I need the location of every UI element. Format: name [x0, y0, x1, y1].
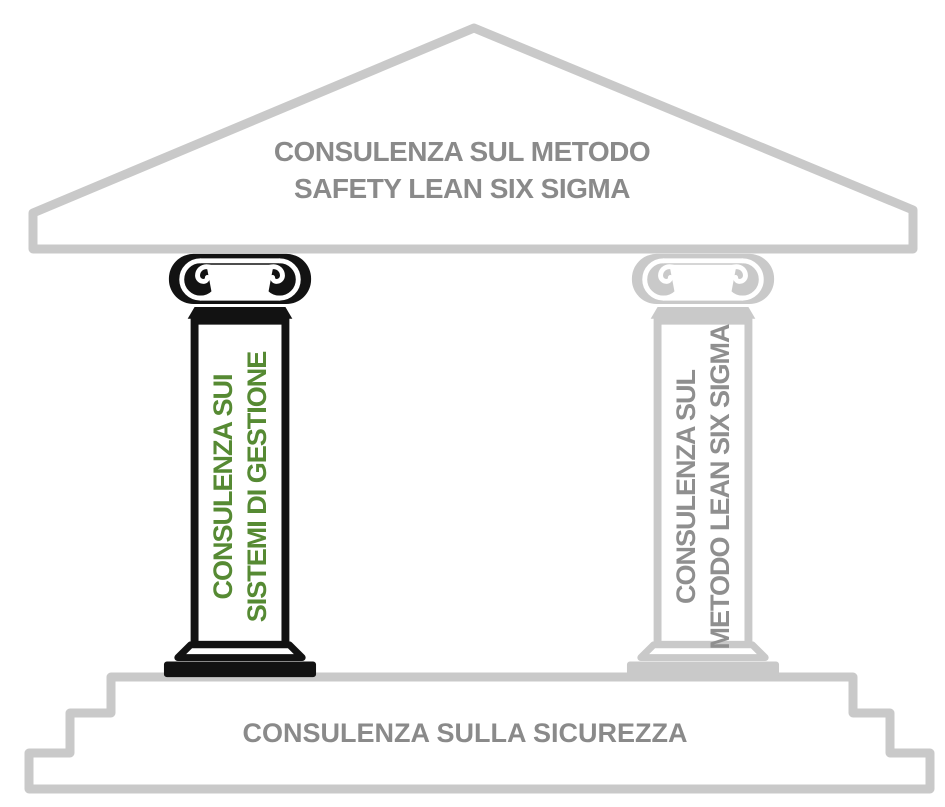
left-column-label-line1: CONSULENZA SUI — [208, 374, 238, 600]
right-column-label-line2: METODO LEAN SIX SIGMA — [705, 324, 735, 650]
right-column-label: CONSULENZA SUL METODO LEAN SIX SIGMA — [663, 317, 743, 657]
base-label: CONSULENZA SULLA SICUREZZA — [242, 718, 688, 748]
left-column-label-line2: SISTEMI DI GESTIONE — [242, 351, 272, 623]
pediment-label-line2: SAFETY LEAN SIX SIGMA — [294, 173, 630, 204]
pediment-label: CONSULENZA SUL METODO SAFETY LEAN SIX SI… — [212, 133, 712, 207]
pediment-outline — [28, 23, 918, 254]
base-platform-outline — [24, 672, 935, 794]
right-column-label-line1: CONSULENZA SUL — [671, 370, 701, 604]
left-column-label: CONSULENZA SUI SISTEMI DI GESTIONE — [200, 317, 280, 657]
pediment-label-line1: CONSULENZA SUL METODO — [273, 136, 651, 167]
